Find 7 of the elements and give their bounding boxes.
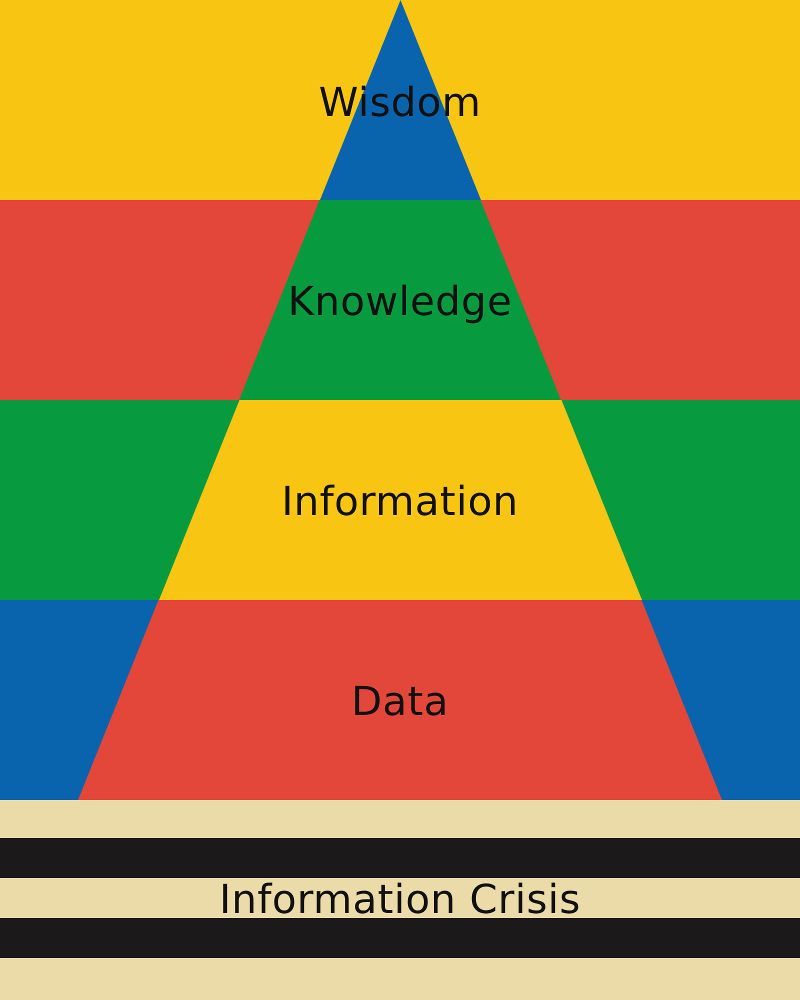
pyramid-tier [158, 400, 642, 600]
tier-label: Knowledge [288, 280, 512, 324]
striped-band [0, 800, 800, 1000]
band-label: Information Crisis [219, 878, 581, 922]
tier-label: Data [351, 680, 449, 724]
pyramid-tier [78, 600, 722, 800]
tier-label: Information [281, 480, 519, 524]
